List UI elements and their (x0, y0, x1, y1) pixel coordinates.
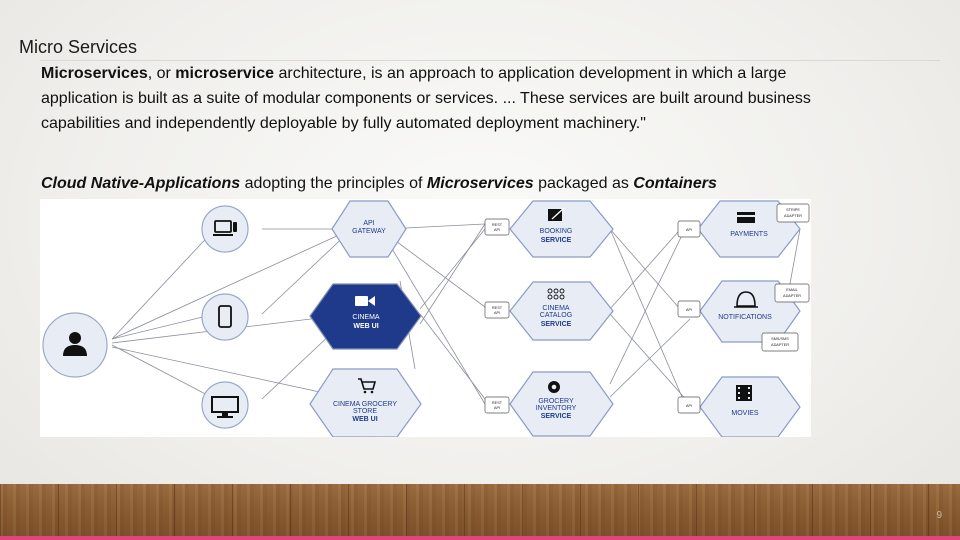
booking-service-node: BOOKING SERVICE (509, 200, 614, 258)
caption-cloud-native: Cloud Native-Applications (41, 175, 241, 192)
grocery-store-line3: WEB UI (352, 416, 377, 423)
rest-api-tag-inventory-line2: API (494, 406, 500, 410)
grocery-store-line1: CINEMA GROCERY (333, 401, 397, 408)
microservices-diagram: .ln { stroke:#8a8f9a; stroke-width:0.8; … (40, 199, 811, 438)
term-microservices: Microservices (41, 65, 148, 82)
rest-api-tag-inventory-line1: REST (492, 401, 503, 405)
body-paragraph: Microservices, or microservice architect… (41, 61, 831, 136)
movies-node: MOVIES (699, 376, 801, 438)
monitor-node (201, 381, 249, 429)
api-tag-movies: API (677, 396, 701, 414)
caption-text-1: adopting the principles of (240, 175, 427, 192)
slide-title: Micro Services (19, 37, 138, 57)
grid-icon (547, 288, 565, 300)
grocery-store-line2: STORE (353, 408, 377, 415)
title-divider (40, 60, 940, 61)
email-adapter-line1: EMAIL (786, 288, 797, 292)
wood-floor (0, 484, 960, 536)
inventory-line2: INVENTORY (536, 405, 577, 412)
rest-api-tag-inventory: REST API (484, 396, 510, 414)
camera-icon (355, 296, 375, 306)
user-node (42, 312, 108, 378)
gateway-line2: GATEWAY (352, 228, 386, 235)
movies-label: MOVIES (731, 410, 759, 417)
api-tag-payments: API (677, 220, 701, 238)
page-number: 9 (936, 510, 942, 521)
diagram-svg: .ln { stroke:#8a8f9a; stroke-width:0.8; … (42, 200, 810, 438)
gateway-line1: API (363, 220, 374, 227)
api-tag-payments-label: API (686, 228, 692, 232)
api-tag-movies-label: API (686, 404, 692, 408)
laptop-node (201, 205, 249, 253)
catalog-service-node: CINEMA CATALOG SERVICE (509, 281, 614, 341)
card-icon (737, 212, 755, 223)
caption-containers: Containers (633, 175, 717, 192)
inventory-line1: GROCERY (538, 398, 574, 405)
film-icon (736, 385, 752, 401)
caption-microservices: Microservices (426, 175, 534, 192)
rest-api-tag-booking-line1: REST (492, 223, 503, 227)
payments-label: PAYMENTS (730, 231, 768, 238)
paragraph-rest: architecture, is an approach to applicat… (41, 65, 811, 132)
payments-node: PAYMENTS (697, 200, 801, 258)
phone-node (201, 293, 249, 341)
rest-api-tag-catalog: REST API (484, 301, 510, 319)
grocery-inventory-node: GROCERY INVENTORY SERVICE (509, 371, 614, 437)
rest-api-tag-catalog-line1: REST (492, 306, 503, 310)
email-adapter-tag: EMAIL ADAPTER (774, 283, 810, 303)
laptop-icon (213, 220, 237, 236)
accent-bar (0, 536, 960, 540)
api-tag-notifications-label: API (686, 308, 692, 312)
stripe-adapter-line1: STRIPE (786, 208, 800, 212)
paragraph-separator: , or (147, 65, 176, 82)
notifications-label: NOTIFICATIONS (718, 314, 772, 321)
diagram-caption: Cloud Native-Applications adopting the p… (41, 175, 717, 193)
booking-line1: BOOKING (540, 228, 573, 235)
phone-icon (218, 305, 232, 328)
inventory-line3: SERVICE (541, 413, 572, 420)
rest-api-tag-booking-line2: API (494, 228, 500, 232)
bell-icon (736, 291, 756, 307)
gear-icon (548, 381, 560, 393)
rest-api-tag-booking: REST API (484, 218, 510, 236)
cinema-web-ui-line2: WEB UI (353, 323, 378, 330)
term-microservice: microservice (175, 65, 275, 82)
user-icon (63, 332, 87, 356)
catalog-line1: CINEMA (542, 305, 570, 312)
email-adapter-line2: ADAPTER (783, 294, 801, 298)
api-gateway-node: API GATEWAY (331, 200, 407, 258)
grocery-store-node: CINEMA GROCERY STORE WEB UI (309, 368, 422, 438)
cinema-web-ui-line1: CINEMA (352, 314, 380, 321)
caption-text-2: packaged as (533, 175, 634, 192)
edit-icon (548, 207, 565, 221)
stripe-adapter-line2: ADAPTER (784, 214, 802, 218)
sms-adapter-line1: SMS/SMS (771, 337, 789, 341)
catalog-line2: CATALOG (540, 312, 572, 319)
rest-api-tag-catalog-line2: API (494, 311, 500, 315)
stripe-adapter-tag: STRIPE ADAPTER (776, 203, 810, 223)
api-tag-notifications: API (677, 300, 701, 318)
sms-adapter-tag: SMS/SMS ADAPTER (761, 332, 799, 352)
booking-line2: SERVICE (541, 237, 572, 244)
cart-icon (358, 378, 377, 394)
cinema-web-ui-node: CINEMA WEB UI (309, 283, 422, 350)
catalog-line3: SERVICE (541, 321, 572, 328)
monitor-icon (211, 396, 239, 418)
sms-adapter-line2: ADAPTER (771, 343, 789, 347)
